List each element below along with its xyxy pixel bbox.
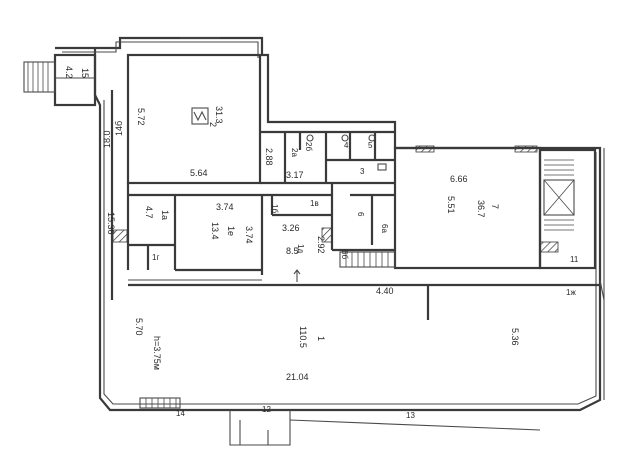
room-11-number: 11 (570, 255, 579, 264)
entry-stair (27, 62, 49, 92)
room-1v-number: 1в (310, 199, 319, 208)
room-4-number: 4 (344, 141, 349, 150)
dim-21-04: 21.04 (286, 372, 309, 382)
room-6a-number: 6а (380, 224, 389, 233)
room-14b-number: 14б (114, 121, 124, 136)
room-2b-number: 2б (304, 142, 313, 151)
dim-8-5: 8.5 (286, 246, 299, 256)
room-2-symbol (191, 107, 209, 125)
room-1a-number: 1а (160, 210, 170, 220)
dim-3-17: 3.17 (286, 170, 304, 180)
room-1d-number: 1д (296, 244, 305, 253)
dim-6-66: 6.66 (450, 174, 468, 184)
room-1b-number: 1б (270, 204, 279, 213)
dim-2-88: 2.88 (264, 148, 274, 166)
windows (180, 37, 605, 405)
room-1-area: 110.5 (298, 326, 308, 348)
stair-lower-center (339, 251, 396, 268)
dim-5-64: 5.64 (190, 168, 208, 178)
room-2-number: 2 (208, 122, 218, 127)
interior-walls (110, 53, 600, 320)
room-14-number: 14 (176, 409, 185, 418)
room-1g-number: 1г (152, 253, 159, 262)
room-1zh-number: 1ж (566, 288, 576, 297)
dim-5-72: 5.72 (136, 108, 146, 126)
room-14b-area: 18.0 (102, 130, 112, 148)
room-15-area: 4.2 (64, 66, 74, 79)
stair-right (543, 159, 575, 231)
room-7-number: 7 (490, 204, 500, 209)
dim-3-74-a: 3.74 (216, 202, 234, 212)
room-7-area: 36.7 (476, 200, 486, 218)
dim-3-74-b: 3.74 (244, 226, 254, 244)
room-labels: 15 4.2 14б 18.0 2 31.3 2а 2б 3 4 5 7 36.… (64, 66, 579, 420)
room-2-area: 31.3 (214, 106, 224, 124)
entry-arrow (293, 269, 301, 282)
room-1-number: 1 (316, 336, 326, 341)
dimension-labels: 5.72 5.64 2.88 3.17 6.66 5.51 15.36 3.74… (106, 108, 520, 382)
room-5-number: 5 (368, 141, 373, 150)
dim-5-36: 5.36 (510, 328, 520, 346)
room-1e-number: 1е (226, 226, 236, 236)
room-13-number: 13 (406, 411, 415, 420)
toilet-fixtures (306, 134, 387, 171)
room-15-number: 15 (80, 68, 90, 78)
dim-15-36: 15.36 (106, 212, 116, 235)
room-1a-area: 4.7 (144, 206, 154, 219)
dim-2-92: 2.92 (316, 236, 326, 254)
dim-5-70: 5.70 (134, 318, 144, 336)
room-1e-area: 13.4 (210, 222, 220, 240)
bottom-porch (229, 410, 541, 446)
room-3-number: 3 (360, 167, 365, 176)
ceiling-height: h=3.75м (152, 336, 162, 370)
dim-5-51: 5.51 (446, 196, 456, 214)
dim-3-26: 3.26 (282, 223, 300, 233)
room-12-number: 12 (262, 405, 271, 414)
room-6b-number: 6б (340, 250, 349, 259)
stair-bottom-left (139, 397, 181, 409)
room-2a-number: 2а (290, 148, 299, 157)
room-6-number: 6 (356, 212, 365, 217)
dim-4-40: 4.40 (376, 286, 394, 296)
hatched-walls (112, 145, 559, 253)
